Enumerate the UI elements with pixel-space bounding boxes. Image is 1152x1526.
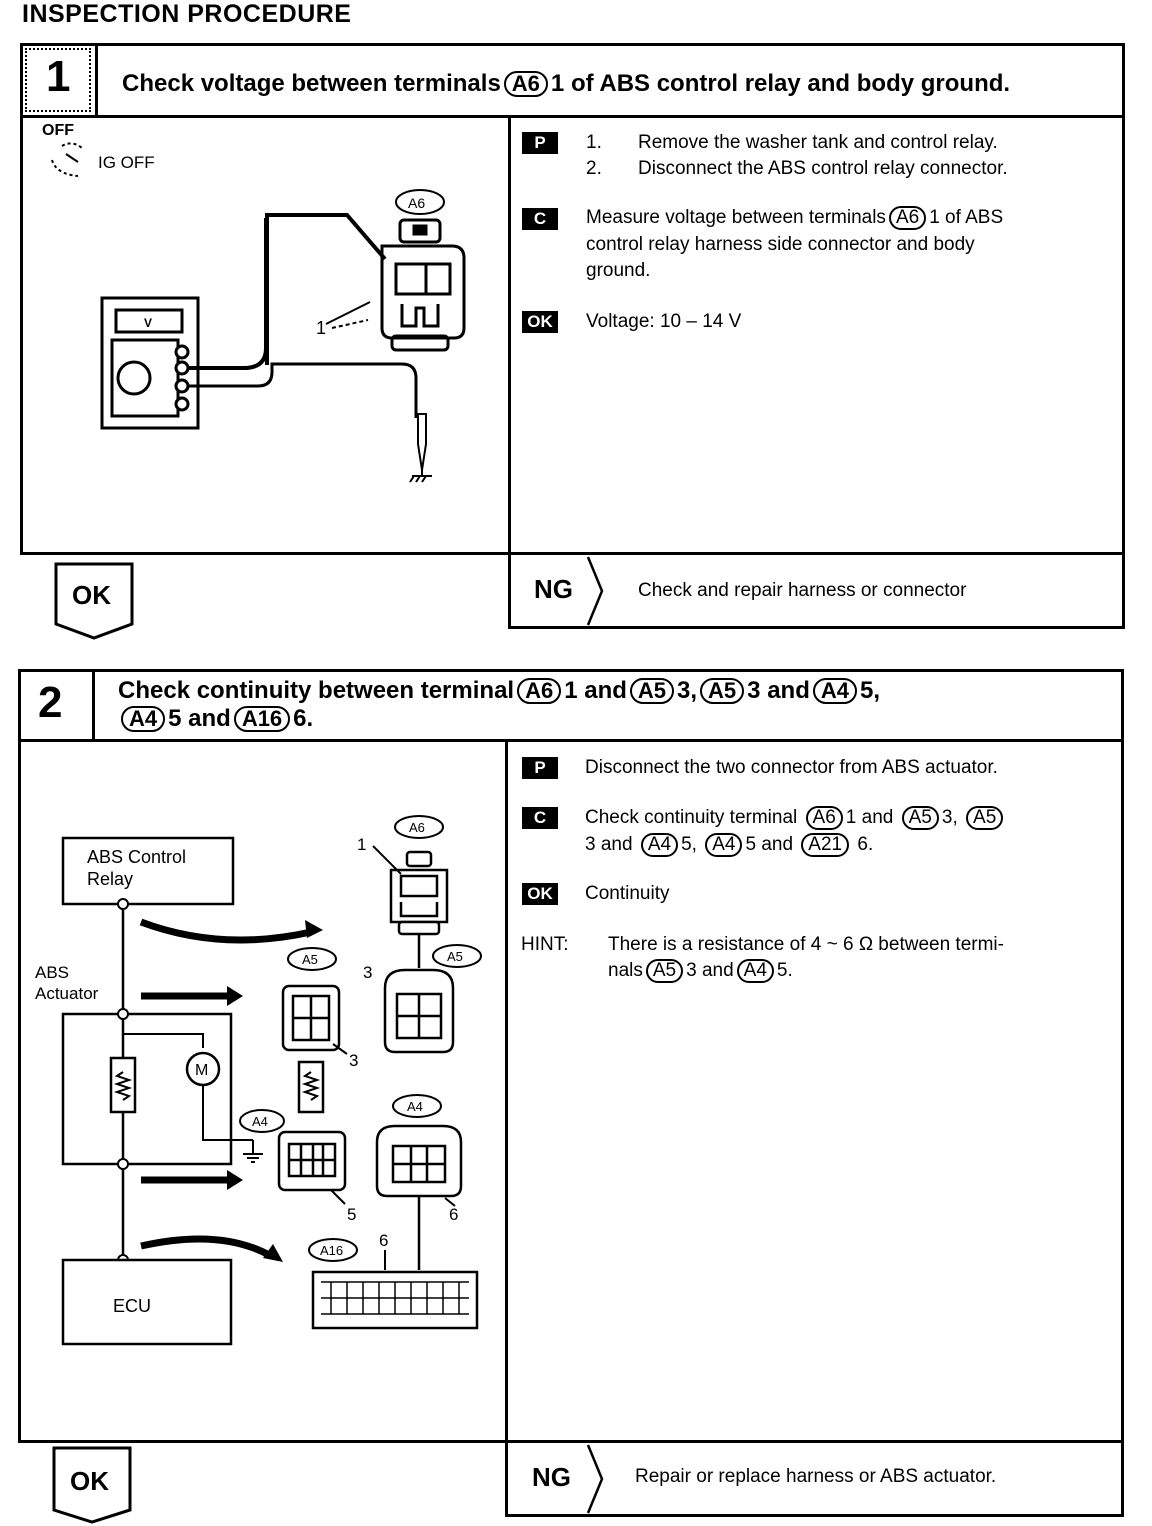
step2-p-text: Disconnect the two connector from ABS ac… [585, 757, 998, 778]
ground-icon [243, 1140, 263, 1163]
a4-left-connector-icon [277, 1130, 347, 1192]
pin-6b-label: 6 [379, 1231, 388, 1250]
ecu-label: ECU [113, 1296, 151, 1316]
step1-p-item-2: 2.Disconnect the ABS control relay conne… [586, 158, 1008, 179]
pin-3b-label: 3 [349, 1051, 358, 1070]
step2-diagram: ABS Control Relay ABS Actuator M ECU [35, 815, 482, 1346]
step2-c-badge: C [522, 807, 558, 829]
relay-box-label: ABS Control Relay [87, 847, 187, 889]
step1-ok-arrow [54, 562, 134, 640]
ig-off-label: IG OFF [98, 153, 155, 172]
step1-p-item-1: 1.Remove the washer tank and control rel… [586, 132, 998, 153]
a4-right-connector-icon [375, 1124, 463, 1198]
pin-3a-label: 3 [363, 963, 372, 982]
step1-ok-label: OK [72, 580, 111, 610]
relay-connector-icon [380, 218, 466, 352]
tag-a5-right: A5 [447, 949, 463, 964]
pin-5-label: 5 [347, 1205, 356, 1224]
tag-a6: A6 [409, 820, 425, 835]
a5-right-connector-icon [383, 968, 455, 1054]
terminal-1-label: 1 [316, 318, 326, 338]
a6-connector-icon [389, 850, 449, 936]
step1-ng-label: NG [534, 574, 573, 604]
tag-a4-left: A4 [252, 1114, 268, 1129]
pin-6a-label: 6 [449, 1205, 458, 1224]
step2-ng-text: Repair or replace harness or ABS actuato… [635, 1466, 997, 1487]
tag-a5-left: A5 [302, 952, 318, 967]
step1-diagram: OFF IG OFF A6 1 V [42, 122, 466, 483]
step2-number: 2 [38, 678, 63, 727]
step2-hint-line-1: There is a resistance of 4 ~ 6 Ω between… [608, 934, 1004, 955]
step2-hint-label: HINT: [521, 934, 569, 955]
connector-tag-a6: A6 [503, 71, 548, 97]
step2-ok-arrow [52, 1446, 132, 1524]
step2-ng-chevron [586, 1444, 604, 1514]
page-title: INSPECTION PROCEDURE [22, 0, 352, 28]
step1-panel [20, 43, 1125, 555]
step1-ng-text: Check and repair harness or connector [638, 580, 967, 601]
arrow-icons [139, 918, 312, 1260]
step2-ok-text: Continuity [585, 883, 670, 904]
off-label: OFF [42, 122, 74, 139]
step1-ok-badge: OK [522, 311, 558, 333]
voltmeter-icon [100, 296, 200, 430]
step1-ok-text: Voltage: 10 – 14 V [586, 311, 742, 332]
a16-connector-icon [311, 1270, 479, 1330]
body-ground-icon [409, 475, 432, 483]
step1-ng-chevron [586, 556, 604, 626]
step1-c-line-3: ground. [586, 260, 651, 281]
step1-c-line-2: control relay harness side connector and… [586, 234, 975, 255]
a5-left-connector-icon [281, 984, 341, 1052]
step2-p-badge: P [522, 757, 558, 779]
ignition-switch-icon [51, 142, 83, 177]
actuator-label: ABS Actuator [35, 963, 99, 1003]
meter-label: V [144, 316, 152, 330]
pin-1-label: 1 [357, 835, 366, 854]
tag-a16: A16 [320, 1243, 343, 1258]
step1-c-badge: C [522, 208, 558, 230]
tag-a4-right: A4 [407, 1099, 423, 1114]
step1-ng-box [508, 552, 1125, 629]
step1-number: 1 [46, 52, 71, 101]
step2-ok-label: OK [70, 1466, 109, 1496]
step2-ng-box [505, 1440, 1124, 1517]
step2-ok-badge: OK [522, 883, 558, 905]
motor-label: M [195, 1062, 208, 1079]
step1-p-badge: P [522, 132, 558, 154]
diagram-tag-a6: A6 [408, 195, 425, 211]
step2-ng-label: NG [532, 1462, 571, 1492]
